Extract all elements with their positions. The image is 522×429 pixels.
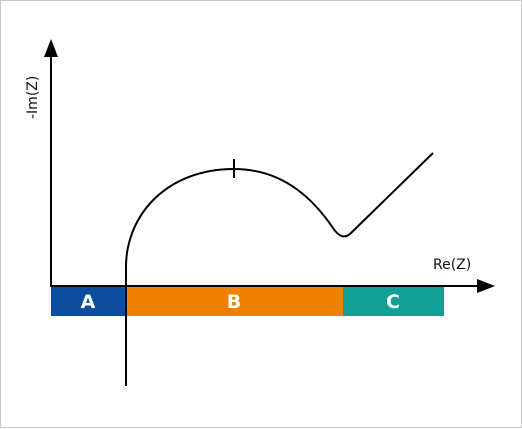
region-c-label: C bbox=[386, 291, 400, 313]
x-axis-arrowhead bbox=[477, 279, 495, 293]
region-c-bar bbox=[343, 286, 444, 316]
region-a-bar bbox=[51, 286, 126, 316]
impedance-curve bbox=[124, 152, 434, 270]
y-axis-arrowhead bbox=[44, 39, 58, 57]
region-b-bar bbox=[126, 286, 343, 316]
region-a-label: A bbox=[81, 291, 96, 313]
y-axis-label: -Im(Z) bbox=[25, 76, 41, 119]
x-axis-label: Re(Z) bbox=[433, 257, 471, 273]
region-b-label: B bbox=[227, 291, 241, 313]
